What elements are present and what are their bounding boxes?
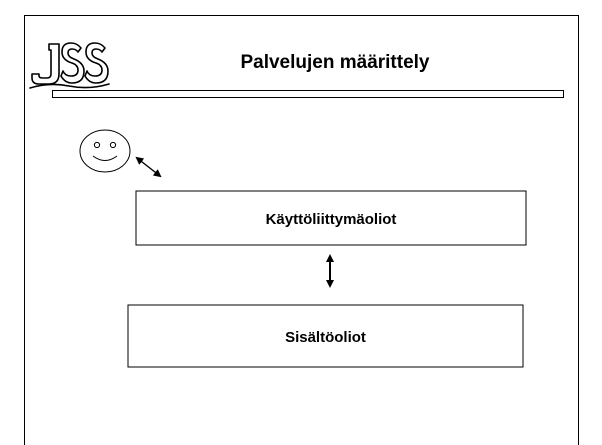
jss-logo [29,42,110,89]
ui-objects-box [135,190,527,246]
ui-objects-label: Käyttöliittymäoliot [265,211,397,228]
user-to-ui-arrow [135,156,162,178]
smiley-face-icon [79,129,131,173]
content-objects-box [127,304,524,368]
title-divider-bar [52,90,564,98]
content-objects-label: Sisältöoliot [285,329,366,346]
slide-title: Palvelujen määrittely [240,52,430,73]
